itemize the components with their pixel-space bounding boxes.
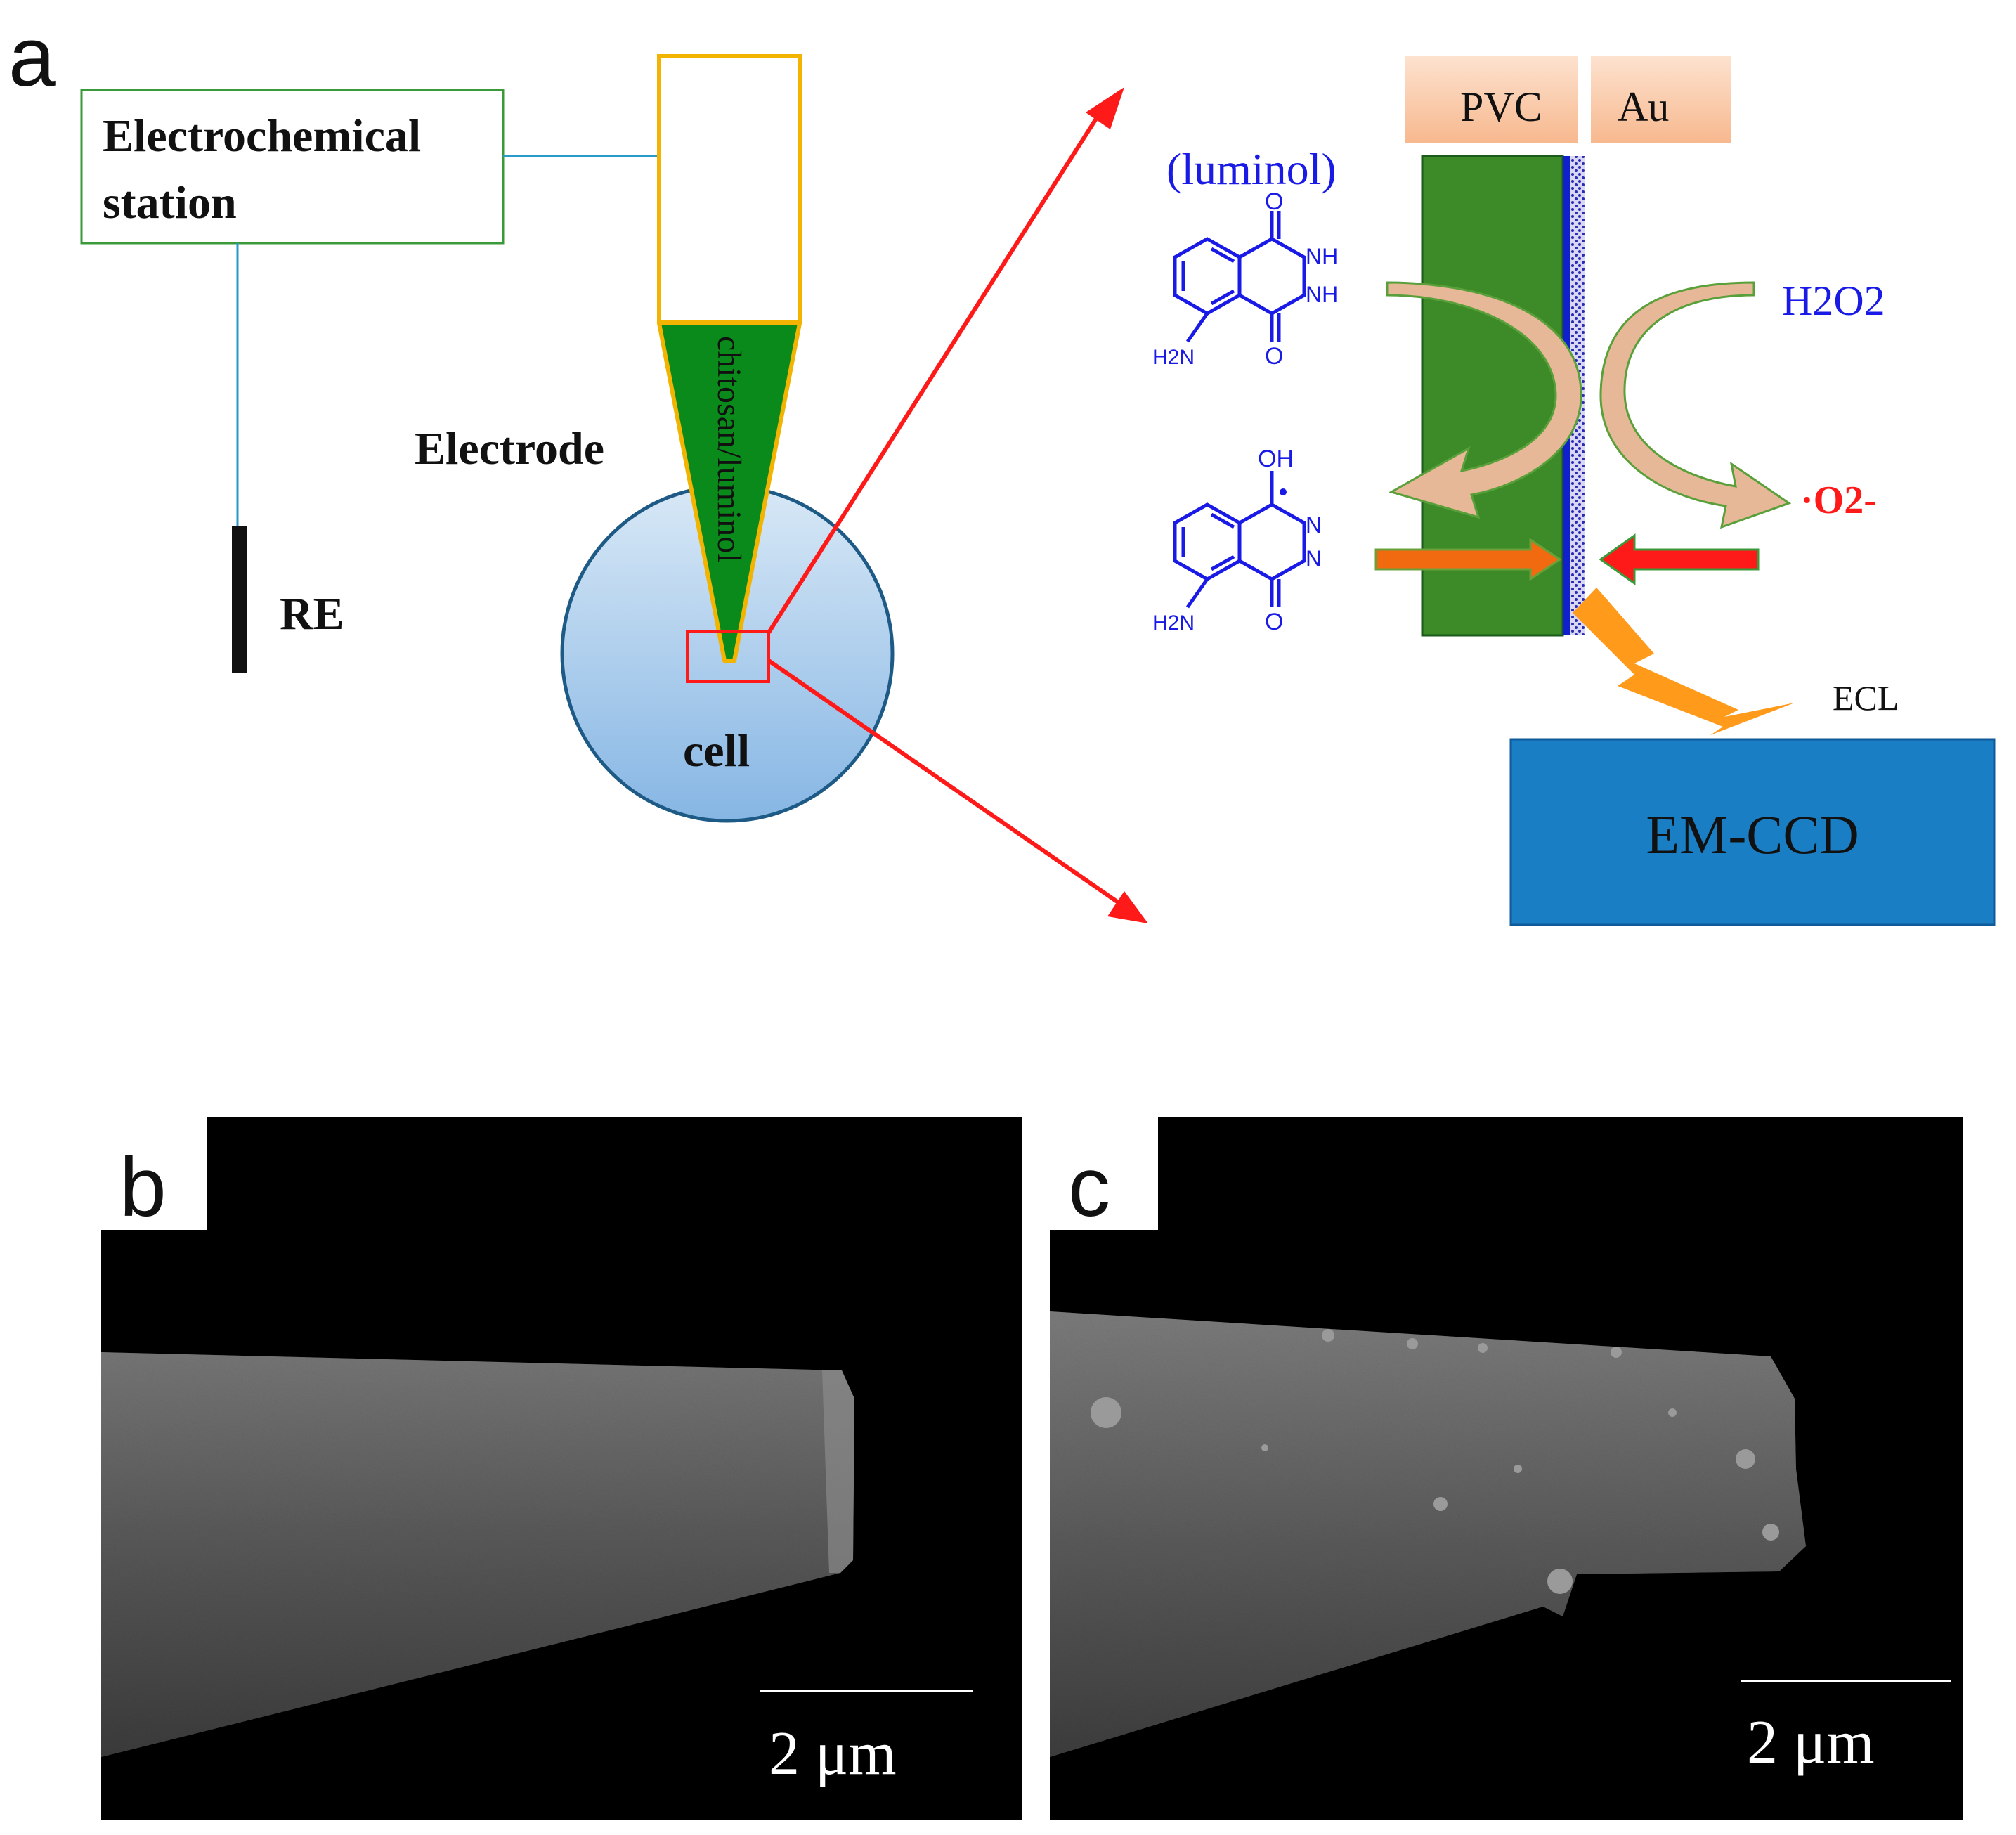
scale-label-b: 2 μm bbox=[769, 1720, 897, 1788]
electrode-body bbox=[657, 54, 802, 324]
panel-b-label-box bbox=[101, 1117, 207, 1230]
panel-label-b: b bbox=[119, 1140, 167, 1234]
radical-oh: OH bbox=[1258, 446, 1294, 472]
em-ccd-label: EM-CCD bbox=[1646, 804, 1859, 865]
panel-label-a: a bbox=[8, 10, 56, 104]
au-tab bbox=[1591, 56, 1731, 143]
sem-panel-b-top bbox=[207, 1117, 1022, 1230]
luminol-o-bottom: O bbox=[1265, 343, 1283, 370]
au-label: Au bbox=[1618, 84, 1669, 130]
red-arrow-to-electrode bbox=[1599, 533, 1760, 585]
station-label-line1: Electrochemical bbox=[103, 110, 421, 162]
zoom-arrow-down bbox=[767, 659, 1148, 923]
radical-dot bbox=[1280, 488, 1287, 495]
radical-n-1: N bbox=[1306, 512, 1322, 538]
radical-o-bottom: O bbox=[1265, 609, 1283, 635]
superoxide-label-text: ·O2- bbox=[1800, 479, 1877, 522]
sem-c-particles bbox=[1091, 1329, 1779, 1594]
sem-b-fiber bbox=[101, 1352, 854, 1757]
electrode-label: Electrode bbox=[415, 423, 604, 474]
radical-h2n: H2N bbox=[1152, 611, 1195, 635]
cell-label: cell bbox=[683, 725, 750, 777]
sem-b-fiber-end bbox=[822, 1370, 854, 1573]
luminol-label: (luminol) bbox=[1166, 144, 1337, 194]
station-label-line2: station bbox=[103, 177, 237, 228]
luminol-structure bbox=[1173, 211, 1306, 343]
em-ccd-detector bbox=[1509, 738, 1996, 926]
radical-n-2: N bbox=[1306, 546, 1322, 571]
tip-coating-label: chitosan/luminol bbox=[710, 336, 748, 563]
re-label: RE bbox=[280, 588, 344, 640]
zoom-arrow-up bbox=[767, 87, 1124, 634]
pvc-label: PVC bbox=[1460, 84, 1542, 130]
panel-label-c: c bbox=[1068, 1140, 1110, 1234]
luminol-o-top: O bbox=[1265, 188, 1283, 215]
luminol-nh-1: NH bbox=[1306, 244, 1338, 269]
curved-arrow-reduction bbox=[1599, 281, 1792, 529]
h2o2-label: H2O2 bbox=[1782, 278, 1885, 324]
pvc-tab bbox=[1405, 56, 1578, 143]
ecl-label: ECL bbox=[1833, 678, 1899, 718]
superoxide-label: ·O2- bbox=[1800, 479, 1877, 522]
luminol-nh-2: NH bbox=[1306, 282, 1338, 307]
orange-arrow-to-electrode bbox=[1374, 538, 1562, 581]
panel-c-label-box bbox=[1050, 1117, 1158, 1230]
reference-electrode bbox=[232, 526, 247, 673]
electrochemical-station-box bbox=[80, 89, 505, 245]
h2o2-label-text: H2O2 bbox=[1782, 278, 1885, 324]
luminol-radical-structure bbox=[1173, 471, 1306, 609]
luminol-h2n: H2N bbox=[1152, 346, 1195, 369]
electrode-tip bbox=[657, 321, 802, 663]
ecl-lightning bbox=[1573, 588, 1795, 735]
zoom-region-box bbox=[686, 630, 770, 683]
scale-label-c: 2 μm bbox=[1747, 1708, 1875, 1777]
sem-c-fiber bbox=[1050, 1311, 1806, 1757]
curved-arrow-oxidation bbox=[1386, 281, 1582, 519]
